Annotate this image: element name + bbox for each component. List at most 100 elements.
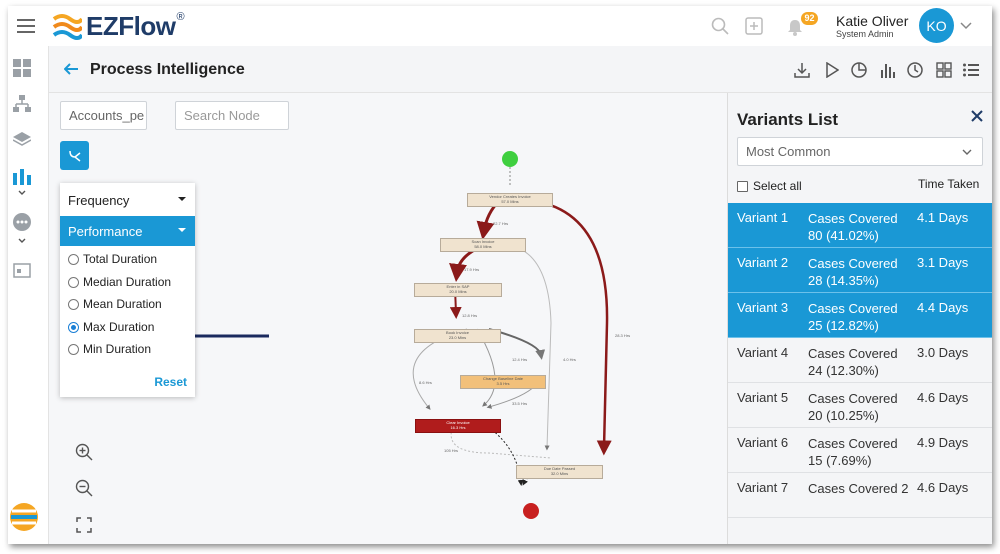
- radio-label: Min Duration: [83, 342, 152, 356]
- radio-option[interactable]: Total Duration: [68, 250, 157, 268]
- select-all-label: Select all: [753, 179, 802, 193]
- close-icon[interactable]: [969, 108, 985, 124]
- edge-label: 4.0 Hrs: [563, 357, 576, 362]
- zoom-in-icon[interactable]: [73, 441, 95, 463]
- node-value: 3.5 Hrs: [496, 381, 510, 386]
- chevron-down-icon[interactable]: [959, 19, 973, 33]
- brand-name: EZFlow: [86, 11, 176, 41]
- back-arrow-icon[interactable]: [62, 61, 80, 77]
- radio-option[interactable]: Min Duration: [68, 340, 151, 358]
- radio-label: Median Duration: [83, 275, 172, 289]
- reset-link[interactable]: Reset: [154, 375, 187, 389]
- edge-label: 33.5 Hrs: [512, 401, 528, 406]
- metric-toggle-button[interactable]: [60, 141, 89, 170]
- select-all-checkbox[interactable]: [737, 180, 748, 192]
- variant-row[interactable]: Variant 1 Cases Covered 80 (41.02%) 4.1 …: [728, 203, 992, 248]
- user-role: System Admin: [836, 29, 894, 39]
- radio-button[interactable]: [68, 298, 79, 310]
- download-icon[interactable]: [792, 60, 812, 80]
- calendar-icon[interactable]: [10, 258, 34, 282]
- node-value: 16.3 Hrs: [450, 425, 466, 430]
- variants-panel: Variants List Most Common Select all Tim…: [727, 93, 992, 544]
- radio-button[interactable]: [68, 253, 79, 265]
- variant-row[interactable]: Variant 2 Cases Covered 28 (14.35%) 3.1 …: [728, 248, 992, 293]
- radio-button[interactable]: [68, 343, 79, 355]
- bar-chart-icon[interactable]: [878, 60, 898, 80]
- variant-cases: Cases Covered 28 (14.35%): [808, 256, 898, 288]
- bell-icon[interactable]: [785, 17, 805, 37]
- variant-name: Variant 2: [737, 255, 789, 270]
- radio-option[interactable]: Mean Duration: [68, 295, 162, 313]
- performance-option[interactable]: Performance: [60, 216, 195, 246]
- brand-logo[interactable]: EZFlow ®: [52, 11, 185, 42]
- node-name: Book Invoice: [446, 330, 469, 335]
- process-node[interactable]: Enter in SAP 20.0 Mins: [414, 283, 502, 297]
- process-node[interactable]: Vendor Creates Invoice 57.0 Mins: [467, 193, 553, 207]
- sort-select-value: Most Common: [746, 144, 831, 159]
- edge-due-end: [522, 465, 550, 486]
- variant-name: Variant 4: [737, 345, 789, 360]
- top-bar: EZFlow ® 92 Katie Oliver System Admin KO: [8, 6, 992, 47]
- variant-time: 4.6 Days: [917, 480, 969, 495]
- variant-row[interactable]: Variant 4 Cases Covered 24 (12.30%) 3.0 …: [728, 338, 992, 383]
- variant-time: 3.1 Days: [917, 255, 969, 270]
- pie-chart-icon[interactable]: [849, 60, 869, 80]
- fullscreen-icon[interactable]: [73, 514, 95, 536]
- hamburger-menu-icon[interactable]: [14, 14, 38, 38]
- play-icon[interactable]: [822, 60, 842, 80]
- page-header: [49, 46, 992, 93]
- select-all[interactable]: Select all: [737, 179, 802, 193]
- notification-badge: 92: [801, 12, 818, 25]
- node-value: 58.0 Mins: [474, 244, 492, 249]
- variant-row[interactable]: Variant 5 Cases Covered 20 (10.25%) 4.6 …: [728, 383, 992, 428]
- edge-label: 12.8 Hrs: [462, 313, 478, 318]
- frequency-option[interactable]: Frequency: [60, 185, 195, 215]
- variant-row[interactable]: Variant 6 Cases Covered 15 (7.69%) 4.9 D…: [728, 428, 992, 473]
- ezflow-footer-logo-icon[interactable]: [8, 500, 40, 534]
- chevron-down-icon[interactable]: [16, 236, 28, 246]
- clock-icon[interactable]: [905, 60, 925, 80]
- node-value: 32.0 Mins: [550, 471, 569, 476]
- app-window: EZFlow ® 92 Katie Oliver System Admin KO: [8, 6, 992, 544]
- sidebar: [8, 46, 49, 544]
- node-value: 20.0 Mins: [449, 289, 467, 294]
- chevron-down-icon[interactable]: [16, 188, 28, 198]
- page-title: Process Intelligence: [90, 61, 245, 78]
- grid-icon[interactable]: [934, 60, 954, 80]
- dashboard-icon[interactable]: [10, 56, 34, 80]
- process-intelligence-icon[interactable]: [10, 164, 34, 188]
- start-node[interactable]: [502, 151, 518, 167]
- chevron-down-icon: [962, 149, 972, 155]
- variant-row[interactable]: Variant 7 Cases Covered 2 4.6 Days: [728, 473, 992, 518]
- variant-cases: Cases Covered 2: [808, 481, 909, 496]
- radio-option[interactable]: Max Duration: [68, 318, 154, 336]
- process-node[interactable]: Due Date Passed 32.0 Mins: [516, 465, 603, 479]
- node-name: Vendor Creates Invoice: [489, 194, 531, 199]
- process-node[interactable]: Change Baseline Date 3.5 Hrs: [460, 375, 546, 389]
- radio-option[interactable]: Median Duration: [68, 273, 171, 291]
- variant-row[interactable]: Variant 3 Cases Covered 25 (12.82%) 4.4 …: [728, 293, 992, 338]
- add-box-icon[interactable]: [743, 15, 765, 37]
- variant-time: 4.6 Days: [917, 390, 969, 405]
- end-node[interactable]: [523, 503, 539, 519]
- variant-time: 3.0 Days: [917, 345, 969, 360]
- more-icon[interactable]: [10, 210, 34, 234]
- variant-name: Variant 7: [737, 480, 789, 495]
- process-node[interactable]: Book Invoice 23.0 Mins: [414, 329, 501, 343]
- process-node[interactable]: Scan Invoice 58.0 Mins: [440, 238, 526, 252]
- performance-label: Performance: [68, 223, 143, 239]
- search-icon[interactable]: [709, 15, 731, 37]
- layers-icon[interactable]: [10, 128, 34, 152]
- process-node[interactable]: Clear Invoice 16.3 Hrs: [415, 419, 501, 433]
- variants-title: Variants List: [737, 110, 839, 129]
- sort-select[interactable]: Most Common: [737, 137, 983, 166]
- radio-button[interactable]: [68, 276, 79, 288]
- zoom-out-icon[interactable]: [73, 477, 95, 499]
- list-icon[interactable]: [961, 60, 981, 80]
- avatar[interactable]: KO: [919, 8, 954, 43]
- hierarchy-icon[interactable]: [10, 92, 34, 116]
- search-node-input[interactable]: Search Node: [175, 101, 289, 130]
- radio-button[interactable]: [68, 321, 79, 333]
- radio-label: Total Duration: [83, 252, 158, 266]
- process-select[interactable]: Accounts_pe: [60, 101, 147, 130]
